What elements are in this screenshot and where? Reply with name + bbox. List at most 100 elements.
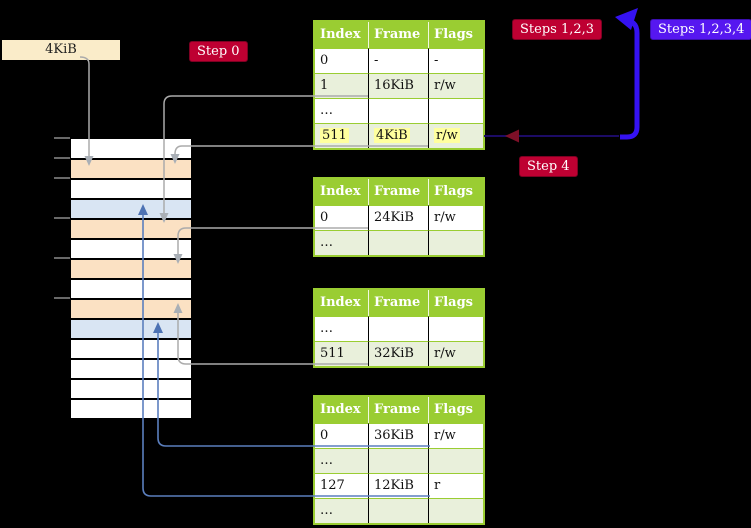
badge-steps-1-2-3-4: Steps 1,2,3,4 <box>650 19 751 40</box>
table-cell: 511 <box>315 123 369 148</box>
entry-text: r/w <box>434 346 456 361</box>
entry-text: … <box>320 503 333 518</box>
entry-text: r/w <box>434 428 456 443</box>
highlighted-entry-text: 4KiB <box>374 128 410 143</box>
column-header-index: Index <box>315 179 369 205</box>
entry-text: 0 <box>320 428 329 443</box>
entry-text: 1 <box>320 78 329 93</box>
entry-text: - <box>434 53 439 68</box>
table-cell <box>369 498 429 523</box>
table-cell: … <box>315 98 369 123</box>
table-cell: 24KiB <box>369 205 429 230</box>
column-header-index: Index <box>315 290 369 316</box>
memory-frame-row-wheat <box>71 298 191 318</box>
column-header-flags: Flags <box>429 290 483 316</box>
entry-text: 0 <box>320 210 329 225</box>
entry-text: r/w <box>434 210 456 225</box>
column-header-frame: Frame <box>369 179 429 205</box>
highlighted-entry-text: r/w <box>434 128 460 143</box>
column-header-flags: Flags <box>429 179 483 205</box>
table-cell <box>429 498 483 523</box>
table-cell <box>369 448 429 473</box>
table-cell: … <box>315 316 369 341</box>
loop-entry-arrowhead <box>505 129 519 143</box>
table-cell: r/w <box>429 341 483 366</box>
memory-frame-row-white <box>71 139 191 158</box>
table-cell <box>429 448 483 473</box>
table-cell <box>369 316 429 341</box>
entry-text: 127 <box>320 478 345 493</box>
memory-frame-row-white <box>71 238 191 258</box>
table-cell: 511 <box>315 341 369 366</box>
table-cell: r/w <box>429 423 483 448</box>
badge-step-4: Step 4 <box>519 156 578 177</box>
entry-text: r <box>434 478 441 493</box>
entry-text: 16KiB <box>374 78 414 93</box>
highlighted-entry-text: 511 <box>320 128 349 143</box>
table-cell <box>429 316 483 341</box>
table-cell: r/w <box>429 73 483 98</box>
frame-size-label: 4KiB <box>2 40 120 60</box>
column-header-flags: Flags <box>429 22 483 48</box>
entry-text: 32KiB <box>374 346 414 361</box>
table-cell <box>429 98 483 123</box>
table-cell: … <box>315 498 369 523</box>
table-cell: 0 <box>315 205 369 230</box>
entry-text: 12KiB <box>374 478 414 493</box>
entry-text: 0 <box>320 53 329 68</box>
memory-frame-row-wheat <box>71 158 191 178</box>
entry-text: - <box>374 53 379 68</box>
entry-text: … <box>320 321 333 336</box>
memory-frame-row-white <box>71 358 191 378</box>
table-cell: - <box>429 48 483 73</box>
entry-text: r/w <box>434 78 456 93</box>
column-header-index: Index <box>315 22 369 48</box>
table-cell: 32KiB <box>369 341 429 366</box>
entry-text: 36KiB <box>374 428 414 443</box>
table-cell: 4KiB <box>369 123 429 148</box>
tick-marks <box>54 137 70 299</box>
table-cell: r/w <box>429 123 483 148</box>
column-header-index: Index <box>315 397 369 423</box>
table-cell <box>429 230 483 255</box>
table-cell <box>369 230 429 255</box>
loop-return-arrowhead <box>615 8 638 30</box>
table-cell: … <box>315 448 369 473</box>
entry-text: … <box>320 235 333 250</box>
table-cell: 36KiB <box>369 423 429 448</box>
memory-frame-row-white <box>71 338 191 358</box>
table-cell: 1 <box>315 73 369 98</box>
memory-column <box>70 138 192 419</box>
entry-text: 511 <box>320 346 345 361</box>
memory-frame-row-wheat <box>71 218 191 238</box>
column-header-frame: Frame <box>369 290 429 316</box>
entry-text: 24KiB <box>374 210 414 225</box>
memory-frame-row-white <box>71 398 191 418</box>
memory-frame-row-white <box>71 178 191 198</box>
memory-frame-row-white <box>71 378 191 398</box>
column-header-frame: Frame <box>369 397 429 423</box>
table-cell: 16KiB <box>369 73 429 98</box>
memory-frame-row-white <box>71 278 191 298</box>
table-cell <box>369 98 429 123</box>
table-cell: r/w <box>429 205 483 230</box>
entry-text: … <box>320 103 333 118</box>
column-header-flags: Flags <box>429 397 483 423</box>
memory-frame-row-blue <box>71 318 191 338</box>
table-cell: 12KiB <box>369 473 429 498</box>
memory-frame-row-blue <box>71 198 191 218</box>
table-cell: r <box>429 473 483 498</box>
table-cell: 127 <box>315 473 369 498</box>
entry-text: … <box>320 453 333 468</box>
table-cell: - <box>369 48 429 73</box>
table-cell: 0 <box>315 48 369 73</box>
table-cell: 0 <box>315 423 369 448</box>
badge-steps-1-2-3: Steps 1,2,3 <box>512 19 603 40</box>
memory-frame-row-wheat <box>71 258 191 278</box>
badge-step-0: Step 0 <box>189 41 248 62</box>
